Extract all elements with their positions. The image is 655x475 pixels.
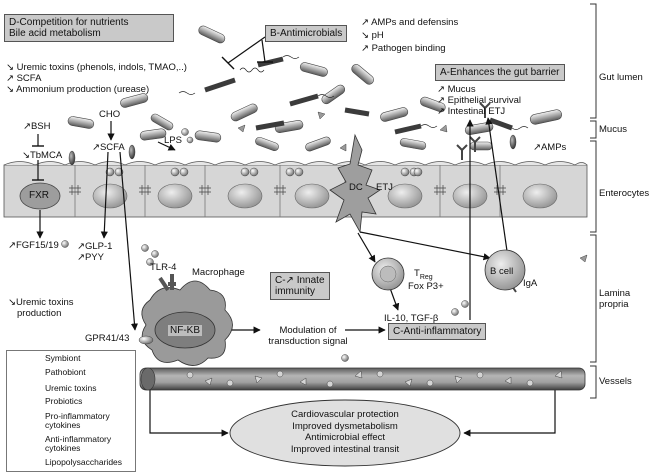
label-bcell: B cell <box>490 266 514 277</box>
legend-anti-inflammatory-cont: cytokines <box>45 443 81 453</box>
label-cho: CHO <box>99 109 121 120</box>
label-modulation: Modulation of transduction signal <box>263 325 353 347</box>
zone-brackets <box>590 3 597 399</box>
legend-uremic-toxins: Uremic toxins <box>45 383 97 393</box>
label-dc: DC <box>349 182 363 193</box>
box-d-line2: Bile acid metabolism <box>9 28 101 39</box>
a-effect-etj: ↗ Intestinal ETJ <box>437 106 506 117</box>
outcome-cardiovascular: Cardiovascular protection <box>291 409 399 420</box>
label-etj: ETJ <box>376 182 393 193</box>
label-il10: IL-10, TGF-β <box>384 313 439 324</box>
label-scfa: ↗SCFA <box>92 142 125 153</box>
label-amps: ↗AMPs <box>533 142 567 153</box>
pathobionts <box>178 55 529 135</box>
outcome-ellipse <box>229 399 461 467</box>
label-fxr: FXR <box>29 190 49 201</box>
label-uremic-line2: production <box>17 308 62 319</box>
legend: Symbiont Pathobiont Uremic toxins Probio… <box>6 350 136 472</box>
label-tbmca: ↘TbMCA <box>22 150 63 161</box>
lumen-bacteria <box>67 25 563 152</box>
label-fgf: ↗FGF15/19 <box>8 240 59 251</box>
antibodies <box>456 102 521 293</box>
box-c-innate-line1: C-↗ Innate <box>275 275 325 286</box>
box-a-gut-barrier: A-Enhances the gut barrier <box>435 64 565 81</box>
zone-vessels: Vessels <box>599 376 632 387</box>
zone-enterocytes: Enterocytes <box>599 188 650 199</box>
legend-symbiont: Symbiont <box>45 353 81 363</box>
d-effect-scfa: ↗ SCFA <box>6 73 42 84</box>
box-b-antimicrobials: B-Antimicrobials <box>265 25 348 42</box>
epithelium <box>3 161 588 218</box>
label-nfkb: NF-KB <box>168 325 202 336</box>
legend-pathobiont: Pathobiont <box>45 367 86 377</box>
label-tlr4: TLR-4 <box>150 262 177 273</box>
box-d-competition: D-Competition for nutrients Bile acid me… <box>4 14 174 42</box>
label-treg-t: T <box>414 268 420 279</box>
a-effect-mucus: ↗ Mucus <box>437 84 476 95</box>
pathway-arrows <box>32 36 556 437</box>
legend-probiotics: Probiotics <box>45 396 83 406</box>
zone-lamina-propria: Lamina propria <box>599 288 630 310</box>
b-effect-ph: ↘ pH <box>361 30 384 41</box>
box-d-line1: D-Competition for nutrients <box>9 17 129 28</box>
dendritic-cell <box>329 133 381 234</box>
b-effect-amps: ↗ AMPs and defensins <box>361 17 459 28</box>
legend-lps: Lipopolysaccharides <box>45 457 123 467</box>
zone-gut-lumen: Gut lumen <box>599 72 643 83</box>
label-treg-sub: Reg <box>419 273 433 281</box>
outcomes: Cardiovascular protection Improved dysme… <box>230 400 460 466</box>
box-c-innate-immunity: C-↗ Innate immunity <box>270 272 330 300</box>
label-modulation-line2: transduction signal <box>268 336 348 347</box>
label-lps: LPS <box>164 135 182 146</box>
blood-vessel <box>139 367 586 391</box>
label-iga: IgA <box>523 278 538 289</box>
outcome-transit: Improved intestinal transit <box>290 443 400 455</box>
a-effect-epithelial: ↗ Epithelial survival <box>437 95 521 106</box>
label-treg: TReg <box>414 268 433 283</box>
d-effect-uremic: ↘ Uremic toxins (phenols, indols, TMAO,.… <box>6 62 187 73</box>
label-gpr: GPR41/43 <box>85 333 130 344</box>
label-modulation-line1: Modulation of <box>279 325 337 336</box>
legend-pro-inflammatory: Pro-inflammatory <box>45 411 110 421</box>
zone-mucus: Mucus <box>599 124 627 135</box>
label-bsh: ↗BSH <box>23 121 51 132</box>
d-effect-ammonium: ↘ Ammonium production (urease) <box>6 84 150 95</box>
box-c-anti-inflammatory: C-Anti-inflammatory <box>388 323 487 340</box>
b-effect-binding: ↗ Pathogen binding <box>361 43 446 54</box>
label-glp1: ↗GLP-1 <box>77 241 113 252</box>
label-macrophage: Macrophage <box>192 267 245 278</box>
label-pyy: ↗PYY <box>77 252 104 263</box>
zone-lamina-line2: propria <box>599 299 629 310</box>
zone-lamina-line1: Lamina <box>599 288 631 299</box>
legend-anti-inflammatory: Anti-inflammatory <box>45 434 112 444</box>
legend-pro-inflammatory-cont: cytokines <box>45 420 81 430</box>
label-foxp3: Fox P3+ <box>408 281 444 292</box>
outcome-antimicrobial: Antimicrobial effect <box>304 432 386 443</box>
macrophage-cell <box>141 274 233 366</box>
label-uremic-line1: ↘Uremic toxins <box>8 297 74 308</box>
box-c-innate-line2: immunity <box>275 286 316 297</box>
b-cell <box>484 249 526 291</box>
outcome-dysmetabolism: Improved dysmetabolism <box>292 420 398 432</box>
